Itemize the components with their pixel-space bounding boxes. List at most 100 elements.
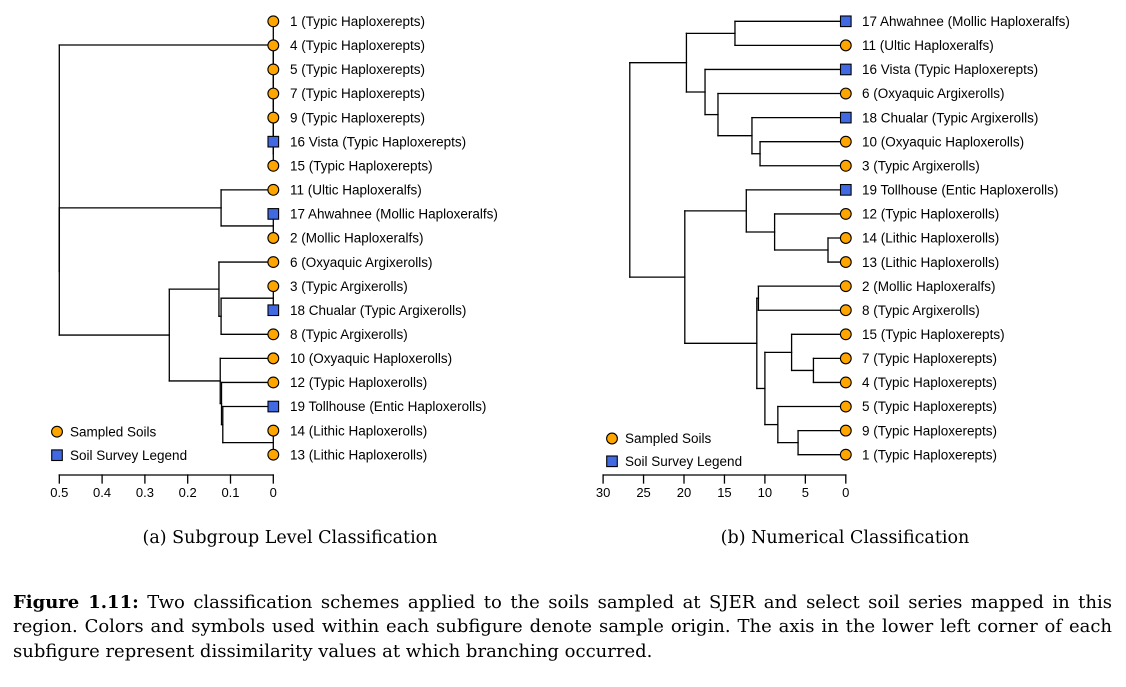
leaf-marker-square (267, 135, 280, 148)
leaf-label: 15 (Typic Haploxerepts) (290, 158, 433, 173)
leaf-label: 14 (Lithic Haploxerolls) (862, 231, 999, 246)
leaf-marker-square (839, 15, 852, 28)
leaf-label: 11 (Ultic Haploxeralfs) (862, 38, 994, 53)
leaf-marker-circle (839, 232, 852, 244)
leaf-label: 2 (Mollic Haploxeralfs) (290, 231, 424, 246)
leaf-marker-square (267, 208, 280, 220)
leaf-label: 10 (Oxyaquic Haploxerolls) (290, 351, 452, 366)
leaf-label: 16 Vista (Typic Haploxerepts) (862, 62, 1038, 77)
leaf-label: 16 Vista (Typic Haploxerepts) (290, 134, 466, 149)
leaf-marker-circle (267, 328, 280, 341)
leaf-label: 5 (Typic Haploxerepts) (290, 62, 425, 77)
leaf-marker-circle (267, 448, 280, 461)
leaf-marker-square (839, 63, 852, 76)
figure-caption: Figure 1.11: Two classification schemes … (13, 591, 1112, 664)
leaf-marker-circle (267, 376, 280, 389)
leaf-marker-circle (839, 256, 852, 269)
axis-tick-label: 0.1 (221, 485, 239, 500)
leaf-marker-circle (267, 256, 280, 269)
legend-sampled-marker-circle (51, 425, 63, 438)
leaf-marker-circle (839, 135, 852, 148)
leaf-label: 8 (Typic Argixerolls) (290, 327, 408, 342)
leaf-marker-circle (267, 232, 280, 244)
leaf-marker-circle (839, 352, 852, 365)
axis-tick-label: 5 (802, 485, 809, 500)
legend-survey-marker-square (606, 455, 618, 468)
leaf-label: 18 Chualar (Typic Argixerolls) (290, 303, 466, 318)
leaf-marker-circle (267, 63, 280, 76)
leaf-marker-square (839, 183, 852, 196)
leaf-marker-circle (267, 280, 280, 293)
leaf-label: 2 (Mollic Haploxeralfs) (862, 279, 996, 294)
leaf-marker-circle (267, 39, 280, 52)
legend-survey-label: Soil Survey Legend (70, 448, 187, 463)
leaf-label: 1 (Typic Haploxerepts) (862, 447, 997, 462)
leaf-marker-circle (839, 448, 852, 461)
leaf-label: 18 Chualar (Typic Argixerolls) (862, 110, 1038, 125)
leaf-label: 12 (Typic Haploxerolls) (862, 207, 999, 222)
legend-sampled-marker-circle (606, 432, 618, 445)
leaf-label: 5 (Typic Haploxerepts) (862, 399, 997, 414)
figure-caption-text: Two classification schemes applied to th… (13, 592, 1112, 662)
axis-tick-label: 0 (270, 485, 277, 500)
axis-tick-label: 15 (717, 485, 731, 500)
leaf-marker-circle (267, 352, 280, 365)
leaf-marker-circle (839, 159, 852, 172)
leaf-label: 6 (Oxyaquic Argixerolls) (290, 255, 433, 270)
leaf-marker-square (839, 111, 852, 124)
leaf-label: 4 (Typic Haploxerepts) (862, 375, 997, 390)
leaf-label: 6 (Oxyaquic Argixerolls) (862, 86, 1005, 101)
leaf-label: 3 (Typic Argixerolls) (862, 158, 980, 173)
leaf-marker-square (267, 304, 280, 317)
dendrograms-canvas: 1 (Typic Haploxerepts) 4 (Typic Haploxere… (50, 14, 1070, 500)
leaf-marker-circle (839, 39, 852, 52)
leaf-label: 17 Ahwahnee (Mollic Haploxeralfs) (862, 14, 1070, 29)
leaf-marker-circle (839, 280, 852, 293)
leaf-label: 7 (Typic Haploxerepts) (862, 351, 997, 366)
axis-tick-label: 20 (677, 485, 691, 500)
leaf-label: 8 (Typic Argixerolls) (862, 303, 980, 318)
leaf-label: 19 Tollhouse (Entic Haploxerolls) (862, 183, 1058, 198)
axis-tick-label: 0.3 (136, 485, 154, 500)
axis-tick-label: 25 (636, 485, 650, 500)
leaf-label: 12 (Typic Haploxerolls) (290, 375, 427, 390)
leaf-marker-square (267, 400, 280, 413)
leaf-marker-circle (267, 111, 280, 124)
leaf-marker-circle (267, 15, 280, 28)
leaf-label: 13 (Lithic Haploxerolls) (862, 255, 999, 270)
leaf-marker-circle (839, 400, 852, 413)
leaf-marker-circle (839, 376, 852, 389)
axis-tick-label: 0.5 (50, 485, 68, 500)
leaf-label: 15 (Typic Haploxerepts) (862, 327, 1005, 342)
leaf-marker-circle (267, 424, 280, 437)
axis-tick-label: 0.4 (93, 485, 111, 500)
legend-survey-label: Soil Survey Legend (625, 454, 742, 469)
figure-caption-label: Figure 1.11: (13, 592, 139, 613)
leaf-marker-circle (839, 424, 852, 437)
leaf-label: 3 (Typic Argixerolls) (290, 279, 408, 294)
legend-sampled-label: Sampled Soils (625, 431, 712, 446)
subfigure-a-caption: (a) Subgroup Level Classification (142, 528, 438, 548)
leaf-label: 9 (Typic Haploxerepts) (290, 110, 425, 125)
leaf-marker-circle (267, 183, 280, 196)
leaf-label: 14 (Lithic Haploxerolls) (290, 423, 427, 438)
leaf-label: 7 (Typic Haploxerepts) (290, 86, 425, 101)
legend-sampled-label: Sampled Soils (70, 424, 157, 439)
leaf-marker-circle (839, 304, 852, 317)
leaf-marker-circle (839, 87, 852, 100)
leaf-label: 17 Ahwahnee (Mollic Haploxeralfs) (290, 207, 498, 222)
axis-tick-label: 0 (842, 485, 849, 500)
leaf-label: 13 (Lithic Haploxerolls) (290, 447, 427, 462)
axis-tick-label: 10 (758, 485, 772, 500)
leaf-marker-circle (267, 87, 280, 100)
legend-survey-marker-square (51, 449, 63, 462)
leaf-marker-circle (839, 207, 852, 220)
leaf-label: 1 (Typic Haploxerepts) (290, 14, 425, 29)
leaf-label: 4 (Typic Haploxerepts) (290, 38, 425, 53)
subfigure-b-caption: (b) Numerical Classification (720, 528, 970, 548)
axis-tick-label: 30 (596, 485, 610, 500)
leaf-label: 9 (Typic Haploxerepts) (862, 423, 997, 438)
leaf-marker-circle (839, 328, 852, 341)
leaf-marker-circle (267, 159, 280, 172)
